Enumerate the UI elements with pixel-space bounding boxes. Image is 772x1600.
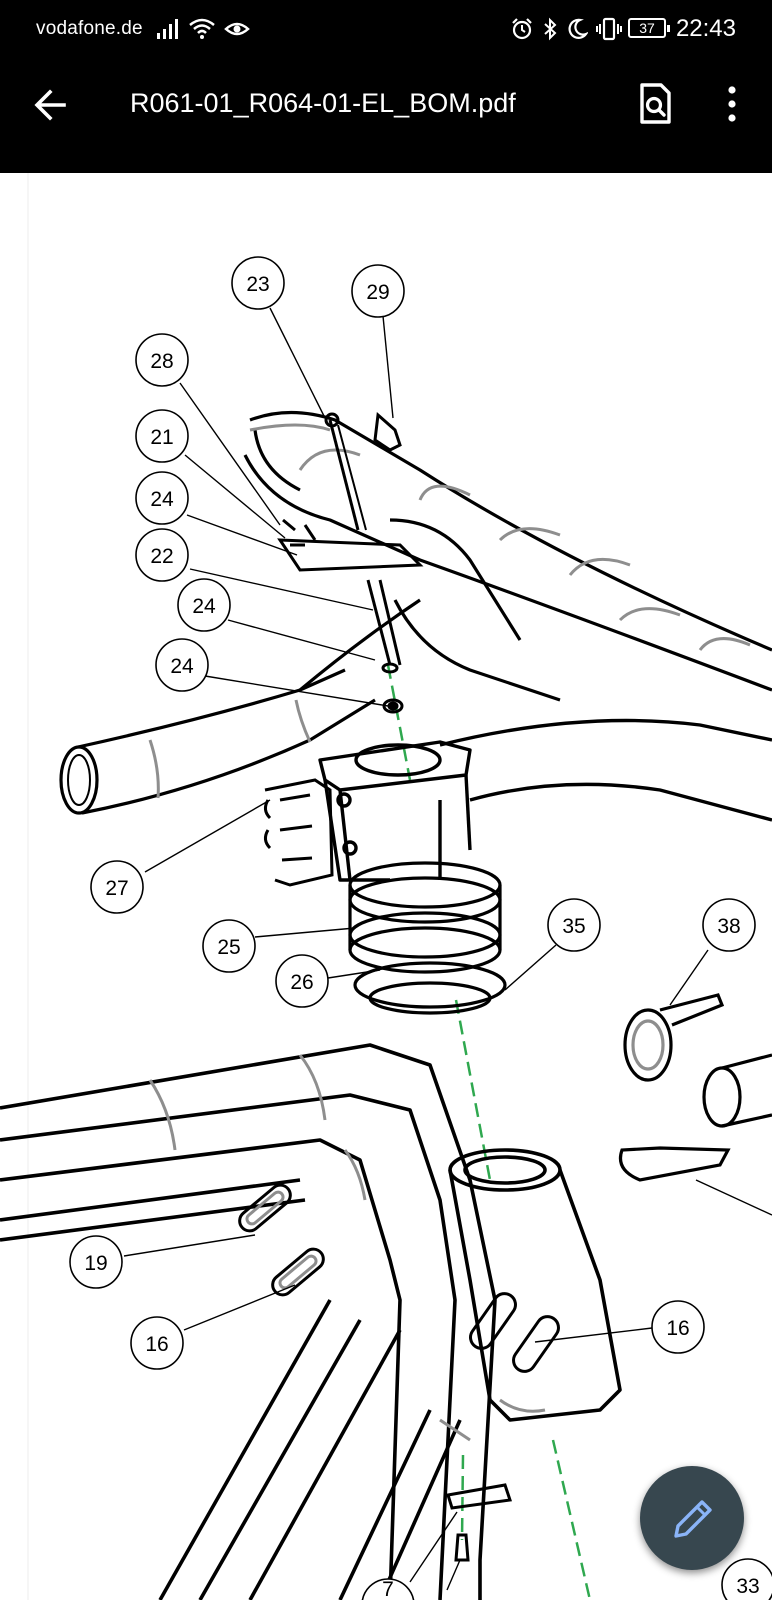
callout-7: 7: [361, 1578, 415, 1600]
exploded-view-drawing: 23 29 28 21 24 22: [0, 173, 772, 1600]
leader-lines: [123, 307, 772, 1591]
bar-tape: [148, 423, 751, 799]
moon-icon: [568, 18, 588, 39]
svg-text:16: 16: [145, 1333, 168, 1356]
pencil-icon: [674, 1500, 712, 1538]
svg-text:16: 16: [666, 1317, 689, 1340]
svg-text:35: 35: [562, 915, 585, 938]
eye-icon: [224, 22, 250, 36]
svg-text:24: 24: [170, 655, 194, 678]
svg-text:33: 33: [736, 1575, 759, 1598]
back-arrow-icon: [34, 89, 66, 121]
svg-text:21: 21: [150, 426, 173, 449]
clock: 22:43: [675, 15, 736, 42]
edit-fab-button[interactable]: [640, 1466, 744, 1570]
frame: [0, 1043, 622, 1600]
frame-shading: [148, 1054, 546, 1442]
find-in-page-icon: [640, 83, 671, 124]
find-in-page-button[interactable]: [632, 80, 680, 128]
callout-16b: 16: [651, 1300, 705, 1354]
carrier-name: vodafone.de: [36, 18, 143, 39]
svg-text:24: 24: [150, 488, 174, 511]
bluetooth-icon: [544, 17, 557, 41]
svg-text:19: 19: [84, 1252, 107, 1275]
wifi-icon: [189, 18, 215, 39]
document-title: R061-01_R064-01-EL_BOM.pdf: [130, 88, 516, 118]
stem-cap: [277, 411, 424, 714]
svg-text:27: 27: [105, 877, 128, 900]
svg-text:7: 7: [382, 1578, 394, 1600]
spacer-clip: [263, 778, 334, 887]
callout-16a: 16: [130, 1316, 184, 1370]
battery-icon: 37: [628, 18, 670, 38]
signal-icon: [157, 19, 178, 39]
callouts: 23 29 28 21 24 22: [69, 256, 772, 1600]
bearing-assembly: [618, 993, 772, 1182]
svg-text:22: 22: [150, 545, 173, 568]
more-vert-icon: [728, 86, 736, 122]
svg-text:26: 26: [290, 971, 313, 994]
svg-text:24: 24: [192, 595, 216, 618]
frame-slots: [238, 1183, 560, 1562]
svg-text:25: 25: [217, 936, 240, 959]
svg-text:28: 28: [150, 350, 173, 373]
callout-22: 22: [135, 528, 189, 582]
callout-27: 27: [90, 860, 144, 914]
callout-23: 23: [231, 256, 285, 310]
handlebar: [59, 410, 772, 815]
callout-35: 35: [547, 898, 601, 952]
callout-24b: 24: [177, 578, 231, 632]
callout-24a: 24: [135, 471, 189, 525]
headset-spacers: [348, 861, 507, 1015]
vibrate-icon: [596, 17, 622, 41]
pdf-page[interactable]: 23 29 28 21 24 22: [0, 173, 772, 1600]
callout-38: 38: [702, 898, 756, 952]
callout-28: 28: [135, 333, 189, 387]
callout-29: 29: [351, 264, 405, 318]
stem: [318, 718, 772, 882]
callout-26: 26: [275, 954, 329, 1008]
callout-33: 33: [721, 1558, 772, 1600]
callout-19: 19: [69, 1235, 123, 1289]
app-bar: R061-01_R064-01-EL_BOM.pdf: [0, 58, 772, 173]
more-options-button[interactable]: [712, 80, 752, 128]
callout-21: 21: [135, 409, 189, 463]
callout-25: 25: [202, 919, 256, 973]
back-button[interactable]: [30, 83, 74, 127]
svg-text:38: 38: [717, 915, 740, 938]
callout-24c: 24: [155, 638, 209, 692]
svg-text:29: 29: [366, 281, 389, 304]
svg-text:23: 23: [246, 273, 269, 296]
alarm-icon: [512, 18, 532, 40]
status-bar: vodafone.de: [0, 0, 772, 58]
